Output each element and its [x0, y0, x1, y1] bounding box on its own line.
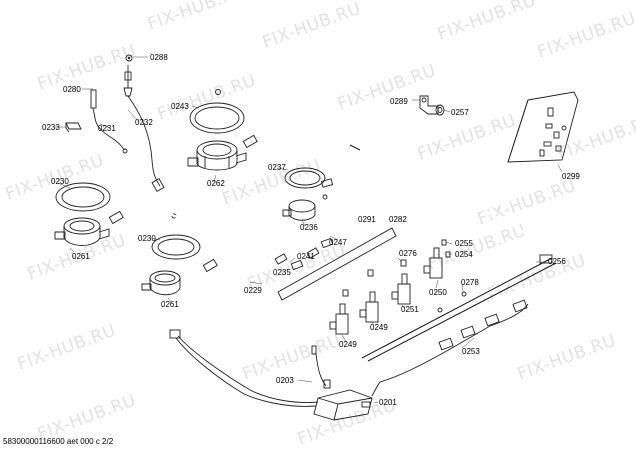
part-label: 0255 — [455, 239, 473, 248]
part-label: 0278 — [461, 278, 479, 287]
burner-ring-right — [284, 167, 326, 189]
watermark-text: FIX-HUB.RU — [515, 331, 619, 385]
gas-pipes — [117, 128, 557, 362]
part-label: 0231 — [98, 124, 116, 133]
leader-lines — [55, 56, 563, 404]
watermark-text: FIX-HUB.RU — [35, 41, 139, 95]
gas-valve-0249-left — [329, 303, 349, 335]
part-label: 0230 — [138, 234, 156, 243]
gas-valve-0249-right — [359, 291, 379, 323]
gas-valve-0251 — [391, 273, 411, 305]
part-label: 0257 — [451, 108, 469, 117]
part-label: 0291 — [358, 215, 376, 224]
burner-ring-large — [189, 89, 245, 134]
watermark-text: FIX-HUB.RU — [335, 61, 439, 115]
injector-nozzles — [342, 239, 467, 313]
part-label: 0232 — [135, 118, 153, 127]
part-label: 0262 — [207, 179, 225, 188]
part-label: 0235 — [273, 268, 291, 277]
part-label: 0299 — [562, 172, 580, 181]
part-label: 0251 — [401, 305, 419, 314]
watermark-text: FIX-HUB.RU — [475, 176, 579, 230]
burner-housing-middle — [141, 270, 181, 296]
watermark-text: FIX-HUB.RU — [415, 111, 519, 165]
part-labels: 0288 0280 0233 0231 0232 0243 0262 0230 … — [42, 53, 580, 407]
part-label: 0256 — [548, 257, 566, 266]
part-label: 0282 — [389, 215, 407, 224]
part-label: 0236 — [300, 223, 318, 232]
burner-plate-strip — [277, 227, 397, 301]
part-label: 0201 — [379, 398, 397, 407]
ignition-electrode — [90, 89, 128, 154]
part-label: 0247 — [329, 238, 347, 247]
watermark-text: FIX-HUB.RU — [15, 321, 119, 375]
watermark-text: FIX-HUB.RU — [435, 0, 539, 45]
part-label: 0289 — [390, 97, 408, 106]
elbow-fitting — [419, 95, 439, 115]
gas-valve-0250 — [423, 247, 443, 279]
electrode-clip — [65, 122, 82, 133]
watermark-text: FIX-HUB.RU — [425, 221, 529, 275]
thermocouple-assembly — [123, 54, 165, 192]
wiring-harness — [169, 329, 381, 407]
part-label: 0261 — [72, 252, 90, 261]
watermark-text: FIX-HUB.RU — [260, 0, 364, 53]
burner-ring-left — [55, 182, 111, 212]
part-label: 0261 — [161, 300, 179, 309]
burner-housing-left — [54, 217, 110, 246]
ignition-switches — [379, 299, 529, 383]
part-label: 0243 — [171, 102, 189, 111]
part-label: 0249 — [339, 340, 357, 349]
part-label: 0254 — [455, 250, 473, 259]
part-label: 0253 — [462, 347, 480, 356]
part-label: 0280 — [63, 85, 81, 94]
pipe-fittings — [108, 134, 553, 273]
watermark-text: FIX-HUB.RU — [155, 71, 259, 125]
seal-ring — [435, 104, 445, 116]
burner-ring-middle — [151, 213, 201, 260]
part-label: 0230 — [51, 177, 69, 186]
part-label: 0233 — [42, 123, 60, 132]
part-label: 0288 — [150, 53, 168, 62]
part-label: 0249 — [370, 323, 388, 332]
part-label: 0237 — [268, 163, 286, 172]
part-label: 0203 — [276, 376, 294, 385]
part-label: 0276 — [399, 249, 417, 258]
burner-housing-large — [187, 140, 247, 171]
small-parts-kit-bag — [507, 91, 579, 163]
watermark-text: FIX-HUB.RU — [145, 0, 249, 35]
document-footer: 58300000116600 aet 000 c 2/2 — [3, 437, 114, 446]
ignition-module — [313, 389, 373, 421]
part-label: 0241 — [297, 252, 315, 261]
burner-housing-right — [282, 194, 328, 221]
watermark-text: FIX-HUB.RU — [535, 9, 636, 63]
part-label: 0250 — [429, 288, 447, 297]
part-label: 0229 — [244, 286, 262, 295]
watermark-text: FIX-HUB.RU — [555, 111, 636, 165]
